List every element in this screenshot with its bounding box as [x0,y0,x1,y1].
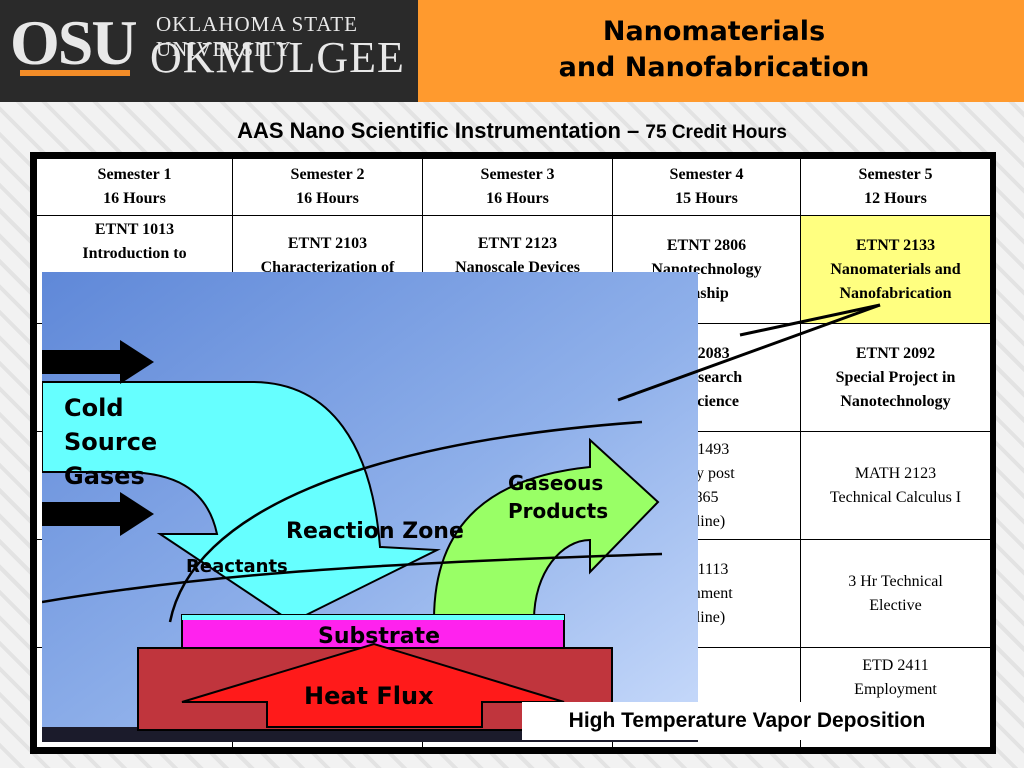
course-title-cont: Nanofabrication [839,284,952,302]
label-gases: Gases [64,462,145,490]
subtitle-hours: 75 Credit Hours [645,122,787,143]
header-hours-label: 16 Hours [486,190,549,207]
slide-title-line1: Nanomaterials [602,16,826,47]
header-semester-label: Semester 3 [480,166,555,183]
header-semester-label: Semester 5 [858,166,933,183]
label-products: Products [508,499,608,523]
vapor-deposition-diagram: Cold Source Gases Gaseous Products React… [42,272,698,742]
course-code: ETNT 2123 [477,235,558,252]
title-banner [418,0,1024,102]
flow-streamline-lower [42,552,663,604]
course-code: MATH 2123 [854,464,937,482]
gas-inlet-arrow-upper [42,340,154,384]
header-semester-label: Semester 2 [290,166,365,183]
header-semester-5: Semester 5 12 Hours [800,158,991,216]
logo-accent-bar [20,70,130,76]
slide-title: Nanomaterials and Nanofabrication [418,14,1010,86]
course-title: Employment [854,681,937,698]
header-hours-label: 16 Hours [296,190,359,207]
course-code: ETNT 2103 [287,235,368,252]
gas-inlet-arrow-lower [42,492,154,536]
label-heat-flux: Heat Flux [304,682,434,710]
course-title: Nanomaterials and [830,260,961,278]
header-semester-4: Semester 4 15 Hours [612,158,801,216]
slide-title-line2: and Nanofabrication [558,52,870,83]
course-code: ETD 2411 [862,657,929,674]
label-substrate: Substrate [318,624,440,649]
header-hours-label: 12 Hours [864,190,927,207]
cold-gas-flow-arrow [42,381,441,624]
label-source: Source [64,428,157,456]
label-reaction-zone: Reaction Zone [286,519,464,544]
course-title-cont: Nanotechnology [840,392,951,410]
flow-streamline-upper [168,420,643,623]
header-hours-label: 15 Hours [675,190,738,207]
course-code: ETNT 2092 [855,344,936,362]
course-code: ETNT 1013 [94,221,175,238]
header-semester-label: Semester 1 [97,166,172,183]
label-cold: Cold [64,394,124,422]
logo-university-text: OKLAHOMA STATE UNIVERSITY [156,12,358,61]
header-hours-label: 16 Hours [103,190,166,207]
label-reactants: Reactants [186,556,288,577]
logo-campus-text: OKMULGEE [150,33,405,82]
program-subtitle: AAS Nano Scientific Instrumentation – 75… [0,118,1024,144]
subtitle-main: AAS Nano Scientific Instrumentation [237,118,621,143]
header-semester-1: Semester 1 16 Hours [36,158,233,216]
course-title: 3 Hr Technical [848,572,943,590]
subtitle-dash: – [627,118,640,143]
deposited-film [182,615,564,620]
header-semester-3: Semester 3 16 Hours [422,158,613,216]
course-title: Special Project in [835,368,956,386]
substrate-block [181,614,565,649]
header-semester-2: Semester 2 16 Hours [232,158,423,216]
gaseous-products-arrow [432,437,660,621]
course-code: ETNT 2806 [666,236,747,254]
course-title: Technical Calculus I [829,488,962,506]
logo-osu-text: OSU [10,7,138,78]
course-title: Nanoscale Devices [455,259,580,276]
course-title-cont: 865 [694,488,719,506]
course-code: ETNT 2133 [855,236,936,254]
course-title: Introduction to [82,245,187,262]
label-gaseous: Gaseous [508,471,603,495]
course-title: Characterization of [260,259,395,276]
diagram-caption: High Temperature Vapor Deposition [522,702,972,740]
header-semester-label: Semester 4 [669,166,744,183]
course-title-cont: Elective [869,596,922,614]
heat-flux-arrow [181,642,565,728]
osu-okmulgee-logo: OSU OKLAHOMA STATE UNIVERSITY OKMULGEE [0,0,418,102]
table-header-row: Semester 1 16 Hours Semester 2 16 Hours Se… [36,158,991,216]
